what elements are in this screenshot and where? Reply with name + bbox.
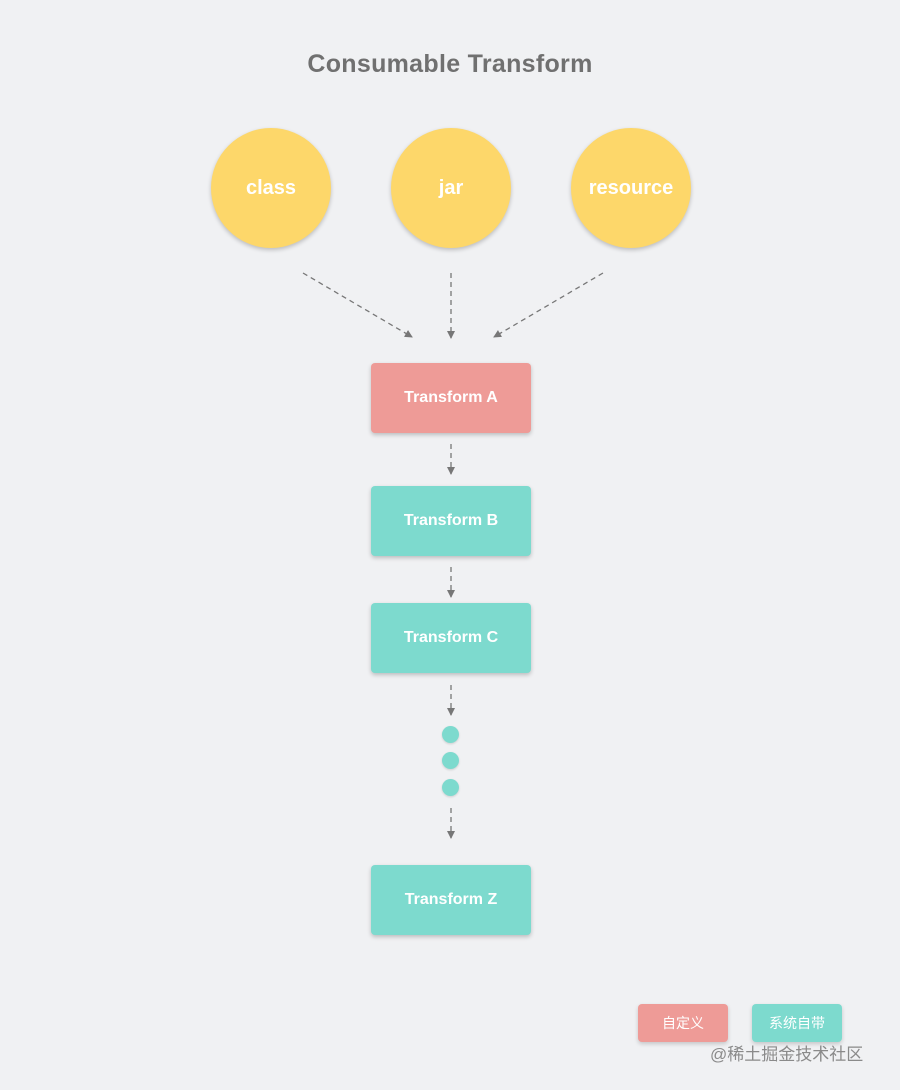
ellipsis-dot	[442, 752, 459, 769]
transform-a-node: Transform A	[371, 363, 531, 433]
diagram-title: Consumable Transform	[307, 50, 593, 78]
ellipsis-dot	[442, 726, 459, 743]
input-node-class: class	[211, 128, 331, 248]
transform-c-node: Transform C	[371, 603, 531, 673]
transform-b-node: Transform B	[371, 486, 531, 556]
input-node-resource: resource	[571, 128, 691, 248]
transform-z-node: Transform Z	[371, 865, 531, 935]
arrow-resource-to-a	[493, 272, 604, 338]
ellipsis-dot	[442, 779, 459, 796]
legend-custom: 自定义	[638, 1004, 728, 1042]
legend-system: 系统自带	[752, 1004, 842, 1042]
arrow-class-to-a	[302, 272, 413, 338]
watermark: @稀土掘金技术社区	[710, 1045, 864, 1064]
input-node-jar: jar	[391, 128, 511, 248]
